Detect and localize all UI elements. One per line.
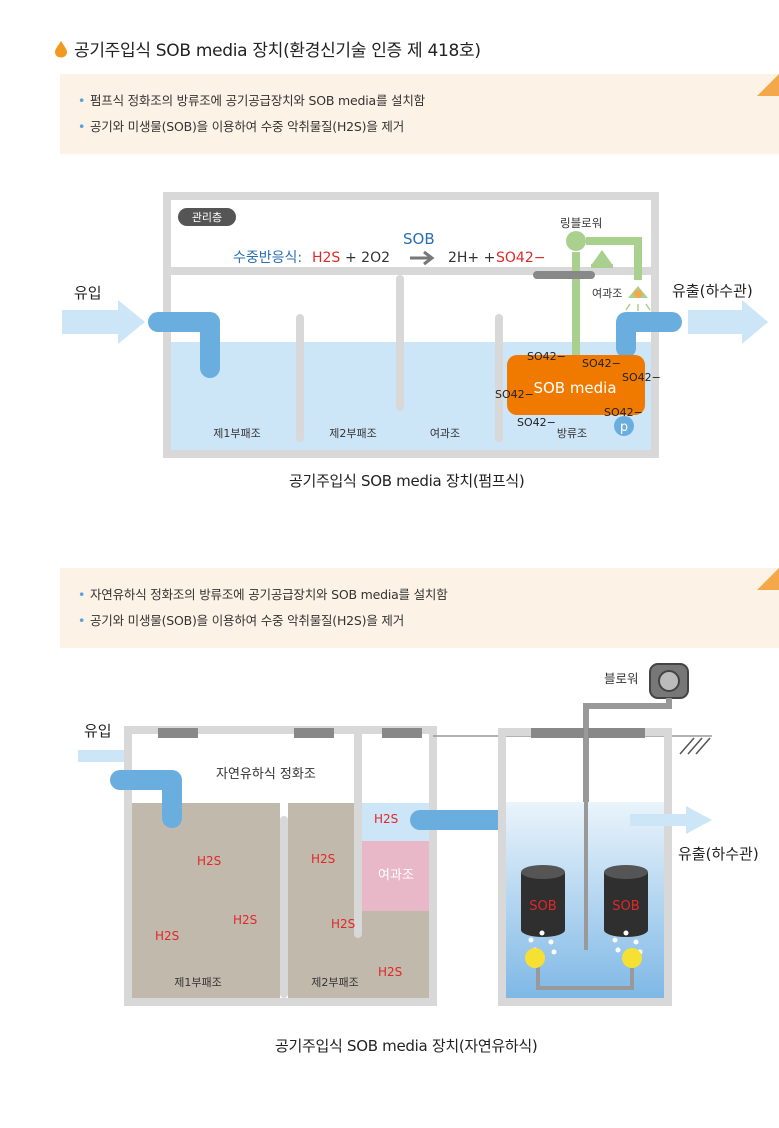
- pump-bullet-2: 공기와 미생물(SOB)을 이용하여 수중 악취물질(H2S)을 제거: [60, 114, 779, 140]
- reaction-arrow-icon: [410, 250, 435, 266]
- natural-bullet-1: 자연유하식 정화조의 방류조에 공기공급장치와 SOB media를 설치함: [60, 582, 779, 608]
- reaction-o2: + 2O2: [345, 250, 390, 266]
- pump-diagram: 관리층 수중반응식: H2S + 2O2 SOB 2H+ + SO42− 링블로…: [62, 192, 768, 458]
- valve-bar: [533, 271, 595, 279]
- septic-lid-2: [294, 728, 334, 738]
- reaction-so4: SO42−: [496, 250, 545, 266]
- natural-outflow-label: 유출(하수관): [678, 845, 759, 863]
- natural-inlet-pipe: [110, 770, 182, 828]
- filter-small-label: 여과조: [592, 287, 622, 300]
- natural-bullet-2: 공기와 미생물(SOB)을 이용하여 수중 악취물질(H2S)을 제거: [60, 608, 779, 634]
- septic-partition-1: [280, 816, 288, 998]
- natural-tank-2: 제2부패조: [311, 976, 358, 989]
- diffuser-2-icon: [622, 948, 642, 968]
- drop-icon: [55, 40, 67, 57]
- chamber-1-sludge: [132, 803, 280, 998]
- ground-hatch-icon: [679, 737, 711, 755]
- natural-diagram: 블로워 유입 자연유하식 정화조 여과조 H2S H2S H2S H2S H2S…: [78, 663, 759, 1006]
- mgmt-pill: [178, 208, 236, 226]
- pump-note: 펌프식 정화조의 방류조에 공기공급장치와 SOB media를 설치함 공기와…: [60, 74, 779, 154]
- reaction-product: 2H+ +: [448, 250, 495, 266]
- sob-cylinder-2: [604, 872, 648, 930]
- diffuser-1-icon: [525, 948, 545, 968]
- so4-3: SO42−: [622, 371, 661, 384]
- connection-pipe: [410, 810, 526, 830]
- pump-outlet-pipe: [616, 312, 682, 358]
- pump-tank-2: 제2부패조: [329, 427, 376, 440]
- pump-outflow-arrow-icon: [688, 300, 768, 344]
- title-text: 공기주입식 SOB media 장치(환경신기술 인증 제 418호): [74, 41, 481, 61]
- reaction-label: 수중반응식:: [233, 250, 302, 266]
- so4-6: SO42−: [517, 416, 556, 429]
- h2s-3: H2S: [311, 852, 335, 866]
- blower-wheel-icon: [658, 670, 680, 692]
- sob-cylinder-1-top: [521, 865, 565, 879]
- ring-blower-icon: [566, 231, 586, 251]
- h2s-7: H2S: [378, 965, 402, 979]
- partition-2: [396, 275, 404, 411]
- reaction-sob: SOB: [403, 230, 435, 248]
- h2s-6: H2S: [331, 917, 355, 931]
- sob-label-1: SOB: [529, 899, 556, 914]
- reaction-h2s: H2S: [312, 250, 340, 266]
- so4-5: SO42−: [604, 406, 643, 419]
- sob-cylinder-2-top: [604, 865, 648, 879]
- sob-cylinder-1: [521, 872, 565, 930]
- pump-tank-3: 여과조: [430, 427, 460, 440]
- pump-bullet-1: 펌프식 정화조의 방류조에 공기공급장치와 SOB media를 설치함: [60, 88, 779, 114]
- h2s-1: H2S: [374, 812, 398, 826]
- filter-chamber: [362, 841, 429, 911]
- septic-partition-2: [354, 730, 362, 938]
- blower-drop-pipe: [586, 698, 672, 709]
- pump-tank-1: 제1부패조: [213, 427, 260, 440]
- pump-caption: 공기주입식 SOB media 장치(펌프식): [289, 472, 525, 490]
- air-pipe: [572, 237, 642, 358]
- lamp-rays-icon: [625, 303, 651, 311]
- h2s-2: H2S: [197, 854, 221, 868]
- septic-lid-1: [158, 728, 198, 738]
- pump-shelf: [171, 267, 651, 275]
- h2s-5: H2S: [155, 929, 179, 943]
- blower-base: [591, 264, 613, 268]
- natural-note: 자연유하식 정화조의 방류조에 공기공급장치와 SOB media를 설치함 공…: [60, 568, 779, 648]
- pump-icon: [614, 416, 634, 436]
- pump-icon-label: p: [620, 420, 628, 435]
- pump-inlet-pipe: [148, 312, 220, 378]
- sob-cylinder-1-bottom: [521, 923, 565, 937]
- sob-label-2: SOB: [612, 899, 639, 914]
- septic-lid-3: [382, 728, 422, 738]
- partition-1: [296, 314, 304, 442]
- pump-outflow-label: 유출(하수관): [672, 282, 753, 300]
- sob-media-block: [507, 355, 645, 415]
- so4-4: SO42−: [495, 388, 534, 401]
- filter-label: 여과조: [378, 868, 414, 883]
- pump-inflow-arrow-icon: [62, 300, 145, 344]
- sob-cylinder-2-bottom: [604, 923, 648, 937]
- blower-label: 블로워: [604, 671, 639, 686]
- page-title: 공기주입식 SOB media 장치(환경신기술 인증 제 418호): [54, 36, 481, 61]
- sob-media-label: SOB media: [533, 379, 616, 397]
- ring-blower-label: 링블로워: [560, 216, 602, 230]
- pump-inflow-label: 유입: [74, 284, 102, 302]
- mgmt-label: 관리층: [192, 211, 222, 224]
- natural-inflow-label: 유입: [84, 722, 112, 740]
- so4-1: SO42−: [527, 350, 566, 363]
- partition-3: [495, 314, 503, 442]
- natural-tank-1: 제1부패조: [174, 976, 221, 989]
- diffuser-pipe: [536, 966, 634, 990]
- so4-2: SO42−: [582, 357, 621, 370]
- lamp-bulb-icon: [634, 290, 642, 298]
- pump-tank-4: 방류조: [557, 427, 587, 440]
- septic-name: 자연유하식 정화조: [216, 767, 316, 782]
- natural-outflow-arrow-icon: [630, 806, 712, 834]
- blower-triangle-icon: [592, 250, 612, 264]
- h2s-4: H2S: [233, 913, 257, 927]
- natural-caption: 공기주입식 SOB media 장치(자연유하식): [275, 1037, 538, 1055]
